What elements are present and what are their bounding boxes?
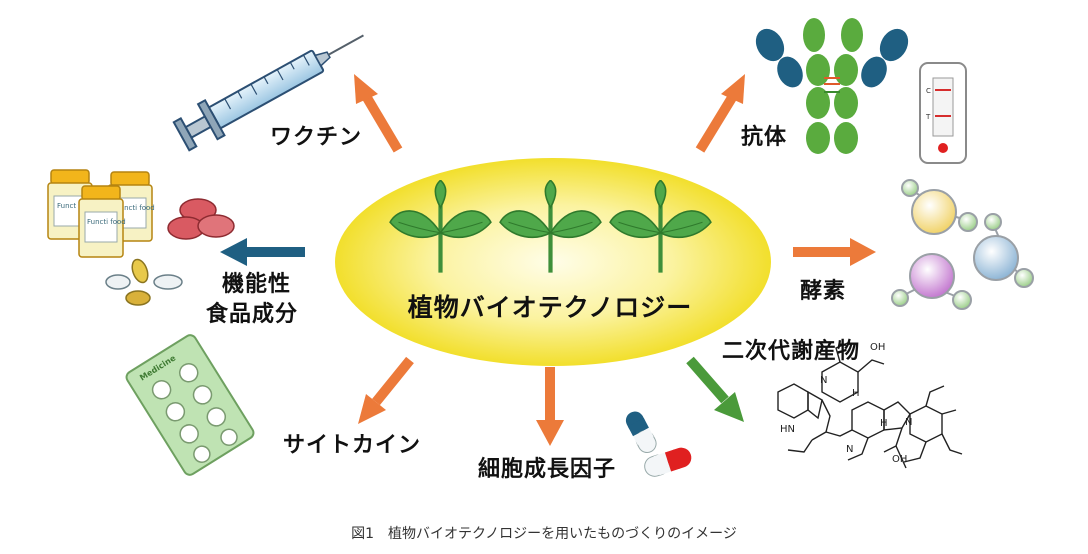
label-functional-line1: 機能性 xyxy=(222,272,292,297)
test-strip-t-label: T xyxy=(925,113,931,121)
label-growth-factor: 細胞成長因子 xyxy=(478,457,617,482)
arrow-antibody xyxy=(695,74,745,153)
arrow-cytokine xyxy=(358,356,414,424)
center-title: 植物バイオテクノロジー xyxy=(407,293,693,322)
pills-icon xyxy=(105,258,183,306)
bottle-label: Functi food xyxy=(87,218,126,226)
antibody-icon xyxy=(755,18,909,154)
chem-h-label: H xyxy=(880,418,888,429)
chem-n-label: N xyxy=(905,417,912,428)
syringe-icon xyxy=(172,34,364,152)
arrow-enzyme xyxy=(793,238,876,266)
label-functional-line2: 食品成分 xyxy=(206,302,299,327)
bottle-label: Funct food xyxy=(57,202,94,210)
arrow-functional-food xyxy=(220,238,305,266)
enzyme-molecule-icon xyxy=(891,179,1034,310)
capsule-icon xyxy=(644,447,692,477)
test-strip-c-label: C xyxy=(926,87,931,95)
label-enzyme: 酵素 xyxy=(800,279,847,304)
figure-caption: 図1 植物バイオテクノロジーを用いたものづくりのイメージ xyxy=(351,526,737,542)
bottle-label: Functi food xyxy=(116,204,155,212)
chem-oh-label: OH xyxy=(892,454,907,465)
chem-n-label: N xyxy=(820,375,827,386)
label-vaccine: ワクチン xyxy=(270,125,363,150)
label-antibody: 抗体 xyxy=(741,125,788,150)
chemical-structure-icon xyxy=(777,341,963,469)
red-tablets-icon xyxy=(167,198,235,240)
label-cytokine: サイトカイン xyxy=(283,433,422,458)
chem-hn-label: HN xyxy=(780,424,795,435)
supplement-bottles-icon: Funct food Functi food Functi food xyxy=(47,169,155,258)
test-strip-icon: C T xyxy=(919,62,967,164)
chem-h-label: H xyxy=(852,388,860,399)
arrow-vaccine xyxy=(354,74,403,153)
chem-oh-label: OH xyxy=(870,342,885,353)
chem-n-label: N xyxy=(846,444,853,455)
capsule-icon xyxy=(625,411,657,453)
blister-pack-icon: Medicine xyxy=(125,334,255,476)
label-secondary-metabolite: 二次代謝産物 xyxy=(722,339,861,364)
chemical-labels: OH N H HN H N N OH xyxy=(780,342,912,465)
arrow-secondary-metabolite xyxy=(686,356,744,422)
arrow-growth-factor xyxy=(536,367,564,446)
